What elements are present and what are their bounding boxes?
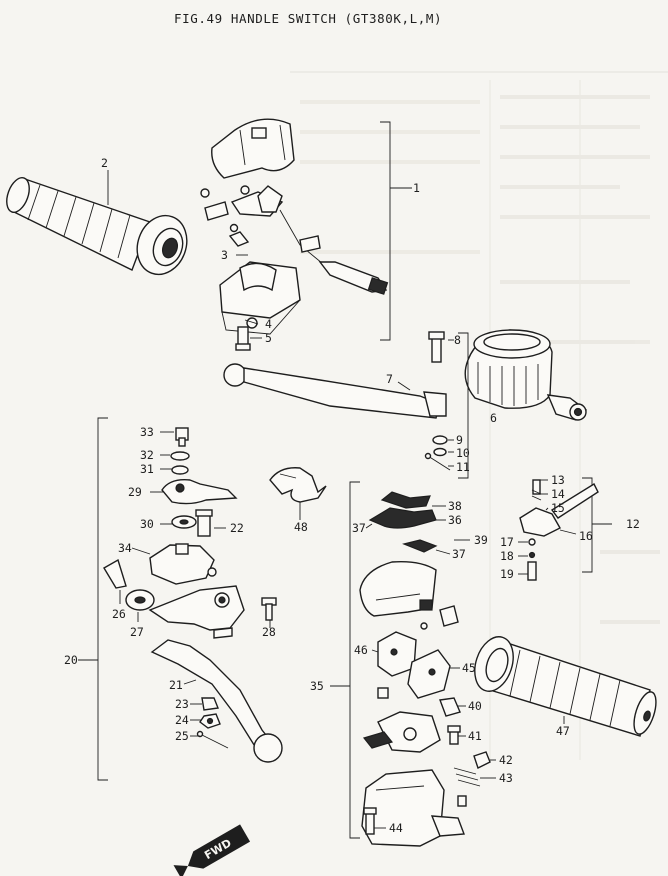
- callout-42: 42: [499, 753, 513, 767]
- callout-39: 39: [474, 533, 488, 547]
- callout-40: 40: [468, 699, 482, 713]
- bracket-part-1: [244, 121, 412, 341]
- left-grip-part: [6, 177, 188, 276]
- right-grip-part: [474, 636, 657, 737]
- callout-19: 19: [500, 567, 514, 581]
- callout-43: 43: [499, 771, 513, 785]
- callout-5: 5: [265, 331, 272, 345]
- callout-37-lower: 37: [452, 547, 466, 561]
- brake-switch-leaders: [518, 479, 577, 575]
- callout-3: 3: [221, 248, 228, 262]
- callout-27: 27: [130, 625, 144, 639]
- bracket-part-6: [397, 332, 469, 479]
- callout-11: 11: [456, 460, 470, 474]
- callout-23: 23: [175, 697, 189, 711]
- callout-46: 46: [354, 643, 368, 657]
- callout-33: 33: [140, 425, 154, 439]
- callout-6: 6: [490, 411, 497, 425]
- callout-31: 31: [140, 462, 154, 476]
- callout-38: 38: [448, 499, 462, 513]
- callout-15: 15: [551, 501, 565, 515]
- callout-10: 10: [456, 446, 470, 460]
- callout-30: 30: [140, 517, 154, 531]
- callout-36: 36: [448, 513, 462, 527]
- callout-26: 26: [112, 607, 126, 621]
- callout-9: 9: [456, 433, 463, 447]
- switch-callout-leaders: [365, 505, 496, 829]
- callout-37-upper: 37: [352, 521, 366, 535]
- callout-34: 34: [118, 541, 132, 555]
- callout-1: 1: [413, 181, 420, 195]
- callout-17: 17: [500, 535, 514, 549]
- right-switch-assembly: [330, 481, 491, 847]
- callout-22: 22: [230, 521, 244, 535]
- callout-4: 4: [265, 317, 272, 331]
- callout-13: 13: [551, 473, 565, 487]
- callout-labels: 1 2 3 4 5 6 7 8 9 10 11 12 13 14 15 16 1…: [64, 156, 640, 835]
- callout-24: 24: [175, 713, 189, 727]
- callout-7: 7: [386, 372, 393, 386]
- callout-12: 12: [626, 517, 640, 531]
- clutch-lever-assembly: [78, 417, 283, 781]
- callout-18: 18: [500, 549, 514, 563]
- callout-28: 28: [262, 625, 276, 639]
- clutch-callout-leaders: [119, 431, 271, 737]
- callout-41: 41: [468, 729, 482, 743]
- callout-29: 29: [128, 485, 142, 499]
- callout-20: 20: [64, 653, 78, 667]
- callout-2: 2: [101, 156, 108, 170]
- callout-21: 21: [169, 678, 183, 692]
- callout-35: 35: [310, 679, 324, 693]
- brake-switch-group: [519, 477, 612, 581]
- cover-part-48: [269, 467, 327, 520]
- callout-25: 25: [175, 729, 189, 743]
- fwd-direction-badge: FWD: [173, 824, 251, 876]
- callout-32: 32: [140, 448, 154, 462]
- throttle-switch-assembly: [200, 118, 389, 351]
- callout-14: 14: [551, 487, 565, 501]
- callout-45: 45: [462, 661, 476, 675]
- figure-title: FIG.49 HANDLE SWITCH (GT380K,L,M): [174, 11, 443, 26]
- front-brake-lever-assembly: [223, 329, 588, 471]
- callout-8: 8: [454, 333, 461, 347]
- callout-47: 47: [556, 724, 570, 738]
- callout-44: 44: [389, 821, 403, 835]
- callout-48: 48: [294, 520, 308, 534]
- callout-16: 16: [579, 529, 593, 543]
